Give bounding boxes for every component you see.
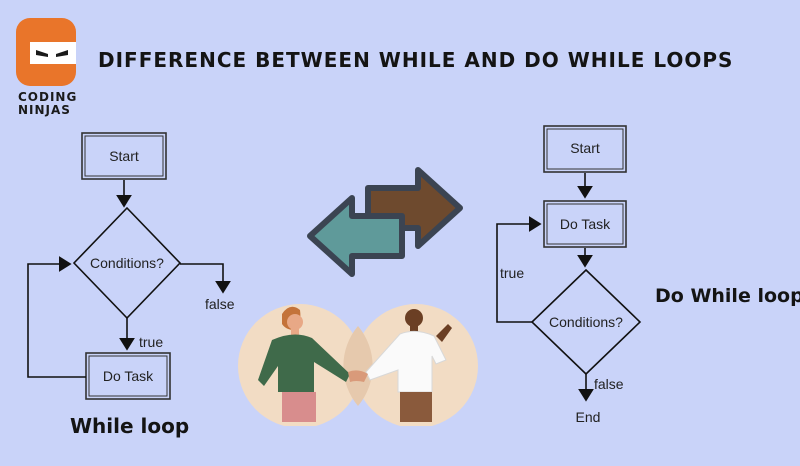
coding-ninjas-logo: CODING NINJAS [12, 16, 82, 120]
while-condition-label: Conditions? [90, 255, 164, 271]
do-while-loop-flowchart: Start Do Task Conditions? true false End [496, 125, 642, 425]
while-start-label: Start [109, 148, 139, 164]
woman-figure [258, 306, 350, 422]
handshake-hands [348, 370, 368, 382]
do-while-start-box: Start [543, 125, 627, 173]
while-start-box: Start [81, 132, 167, 180]
logo-word-coding: CODING [18, 90, 78, 104]
do-while-arrow-loop-back [496, 216, 542, 323]
man-figure [365, 309, 452, 422]
page-title: DIFFERENCE BETWEEN WHILE AND DO WHILE LO… [98, 48, 734, 72]
ninja-mask-icon [16, 18, 76, 86]
do-while-start-label: Start [570, 140, 600, 156]
do-while-loop-caption: Do While loop [655, 285, 800, 307]
do-while-true-label: true [500, 265, 524, 281]
while-task-label: Do Task [103, 368, 154, 384]
while-loop-caption: While loop [70, 414, 190, 438]
while-false-label: false [205, 296, 235, 312]
swap-arrows-icon [307, 167, 463, 277]
do-while-false-label: false [594, 376, 624, 392]
do-while-task-box: Do Task [543, 200, 627, 248]
handshake-illustration [238, 304, 478, 426]
do-while-end-label: End [576, 409, 601, 425]
while-condition-diamond: Conditions? [72, 206, 182, 320]
logo-word-ninjas: NINJAS [18, 103, 71, 117]
do-while-condition-diamond: Conditions? [530, 268, 642, 376]
while-true-label: true [139, 334, 163, 350]
do-while-task-label: Do Task [560, 216, 611, 232]
while-task-box: Do Task [85, 352, 171, 400]
while-arrow-false [180, 263, 231, 294]
do-while-condition-label: Conditions? [549, 314, 623, 330]
while-loop-flowchart: Start Conditions? false true Do Task [27, 132, 235, 400]
while-arrow-loop-back [27, 256, 86, 378]
